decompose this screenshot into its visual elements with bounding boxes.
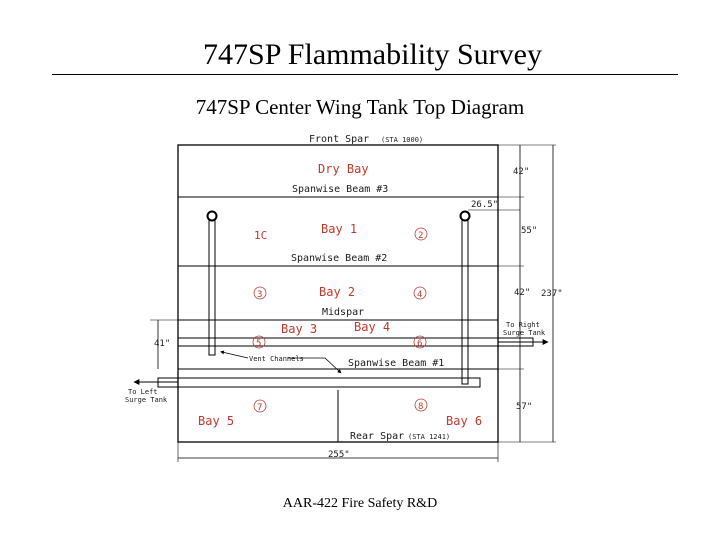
vent-channel-upper <box>177 337 534 347</box>
bay-4-label: Bay 4 <box>354 320 390 334</box>
vent-channels-leader <box>288 357 342 374</box>
slide-title: 747SP Flammability Survey <box>203 38 542 71</box>
compartment-7: 7 <box>257 403 262 413</box>
to-right-surge-line2: Surge Tank <box>503 329 546 337</box>
dry-bay-label: Dry Bay <box>318 162 369 176</box>
compartment-8: 8 <box>418 402 423 412</box>
bay-6-label: Bay 6 <box>446 414 482 428</box>
vent-channels-label: Vent Channels <box>249 355 304 363</box>
compartment-5-circle <box>252 335 266 349</box>
dim-57-label: 57" <box>516 402 532 412</box>
front-spar-sta-label: (STA 1000) <box>381 136 423 144</box>
compartment-2-circle <box>414 227 428 241</box>
compartment-1c: 1C <box>254 229 267 242</box>
midspar-label: Midspar <box>322 307 364 318</box>
bay-5-label: Bay 5 <box>198 414 234 428</box>
bay-2-label: Bay 2 <box>319 285 355 299</box>
compartment-5: 5 <box>256 339 261 349</box>
compartment-2: 2 <box>418 231 423 241</box>
to-left-surge-line1: To Left <box>128 388 158 396</box>
dim-41-label: 41" <box>154 339 170 349</box>
rear-spar-sta-label: (STA 1241) <box>408 433 450 441</box>
title-divider <box>52 74 678 75</box>
dim-265-label: 26.5" <box>471 200 498 210</box>
vent-pipe-right <box>461 219 469 385</box>
vent-pipe-left <box>208 219 216 356</box>
compartment-3-circle <box>253 286 267 300</box>
to-right-surge-line1: To Right <box>506 321 540 329</box>
vent-channels-leader-left <box>220 350 249 359</box>
spanwise-beam-2-label: Spanwise Beam #2 <box>291 253 387 264</box>
dim-42-mid-label: 42" <box>514 288 530 298</box>
vent-inlet-right <box>459 210 471 222</box>
bay-3-label: Bay 3 <box>281 322 317 336</box>
to-left-surge-line2: Surge Tank <box>125 396 168 404</box>
slide-footer: AAR-422 Fire Safety R&D <box>282 496 438 511</box>
vent-inlet-left <box>206 210 218 222</box>
compartment-8-circle <box>414 398 428 412</box>
compartment-3: 3 <box>257 290 262 300</box>
compartment-7-circle <box>253 399 267 413</box>
vent-channel-lower <box>157 377 481 388</box>
dim-55-label: 55" <box>521 226 537 236</box>
compartment-6: 6 <box>417 339 422 349</box>
diagram-subtitle: 747SP Center Wing Tank Top Diagram <box>195 95 525 119</box>
compartment-6-circle <box>413 335 427 349</box>
spanwise-beam-1-label: Spanwise Beam #1 <box>348 358 444 369</box>
rear-spar-label: Rear Spar <box>350 431 404 442</box>
front-spar-label: Front Spar <box>309 134 369 145</box>
dim-42-top-label: 42" <box>513 167 529 177</box>
compartment-4: 4 <box>417 290 422 300</box>
dim-255-label: 255" <box>328 450 350 460</box>
dim-237-label: 237" <box>541 289 563 299</box>
compartment-4-circle <box>413 286 427 300</box>
spanwise-beam-3-label: Spanwise Beam #3 <box>292 184 388 195</box>
bay-1-label: Bay 1 <box>321 222 357 236</box>
